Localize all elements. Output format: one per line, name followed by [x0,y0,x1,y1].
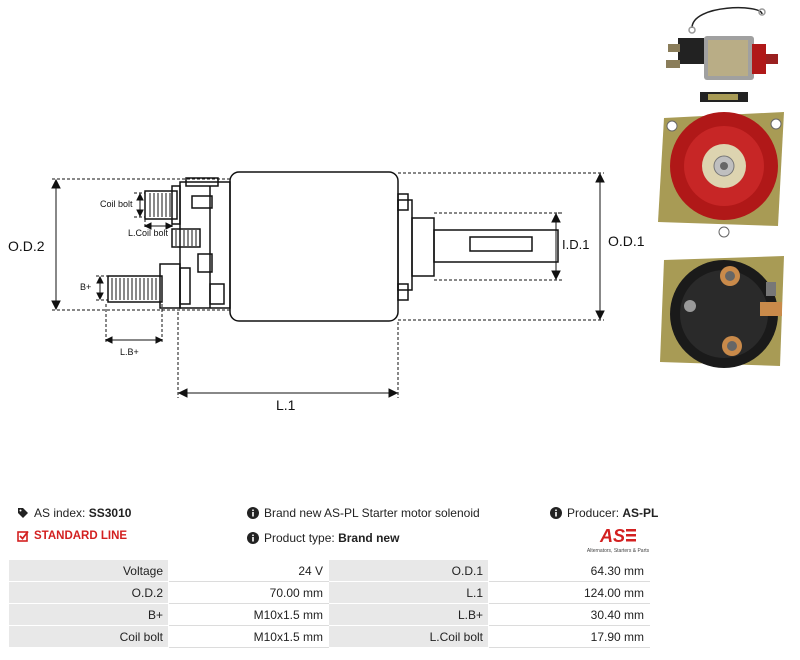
svg-text:AS: AS [599,526,625,545]
producer: Producer: AS-PL [550,506,658,520]
coil-bolt-label: Coil bolt [100,199,133,209]
as-logo-mark: AS [599,526,636,546]
l-coil-bolt-label: L.Coil bolt [128,228,169,238]
standard-line: STANDARD LINE [17,530,127,542]
solenoid-rear-photo [660,256,784,368]
solenoid-front-photo [658,112,784,238]
spec-key: O.D.1 [328,559,489,582]
tag-icon [18,508,28,518]
spec-key: Voltage [8,559,169,582]
spec-value: 64.30 mm [488,559,650,582]
spec-value: 30.40 mm [488,603,650,626]
info-icon [247,507,259,519]
as-index-value: SS3010 [88,506,132,520]
checkbox-icon [17,530,29,542]
b-plus-label: B+ [80,282,91,292]
spec-key: L.1 [328,581,489,604]
product-photos [658,6,784,368]
b-plus-bolt [107,275,163,303]
table-row: B+ M10x1.5 mm L.B+ 30.40 mm [8,603,650,626]
as-index-label: AS index: [34,506,86,520]
spec-key: Coil bolt [8,625,169,648]
technical-drawing: O.D.2 O.D.1 I.D.1 L.1 Coil bolt L.Coil b… [8,171,645,413]
spec-value: 24 V [168,559,329,582]
as-logo-tagline: Alternators, Starters & Parts [586,548,650,554]
as-logo: AS Alternators, Starters & Parts [584,525,652,555]
spec-key: L.Coil bolt [328,625,489,648]
coil-bolt [144,190,178,220]
spec-key: O.D.2 [8,581,169,604]
description: Brand new AS-PL Starter motor solenoid [247,506,480,520]
as-index: AS index: SS3010 [17,506,131,520]
id1-label: I.D.1 [562,237,589,252]
solenoid-body [229,171,399,322]
plunger-collar [411,217,435,277]
spec-value: 124.00 mm [488,581,650,604]
table-row: Coil bolt M10x1.5 mm L.Coil bolt 17.90 m… [8,625,650,648]
od2-label: O.D.2 [8,238,45,254]
spec-key: B+ [8,603,169,626]
description-text: Brand new AS-PL Starter motor solenoid [264,506,480,520]
producer-value: AS-PL [622,506,659,520]
specs-table: Voltage 24 V O.D.1 64.30 mm O.D.2 70.00 … [8,559,650,648]
l1-label: L.1 [276,397,296,413]
spec-value: 17.90 mm [488,625,650,648]
spec-value: M10x1.5 mm [168,625,329,648]
l-b-plus-label: L.B+ [120,347,139,357]
spec-value: 70.00 mm [168,581,329,604]
product-type-label: Product type: [264,531,335,545]
product-type: Product type: Brand new [247,531,399,545]
table-row: O.D.2 70.00 mm L.1 124.00 mm [8,581,650,604]
table-row: Voltage 24 V O.D.1 64.30 mm [8,559,650,582]
standard-line-text: STANDARD LINE [34,530,128,542]
front-plate [397,199,413,291]
od1-label: O.D.1 [608,233,645,249]
solenoid-side-photo [666,6,778,102]
spec-key: L.B+ [328,603,489,626]
info-icon [550,507,562,519]
plunger [433,229,559,263]
spec-value: M10x1.5 mm [168,603,329,626]
info-icon [247,532,259,544]
product-type-value: Brand new [338,531,400,545]
producer-label: Producer: [567,506,620,520]
